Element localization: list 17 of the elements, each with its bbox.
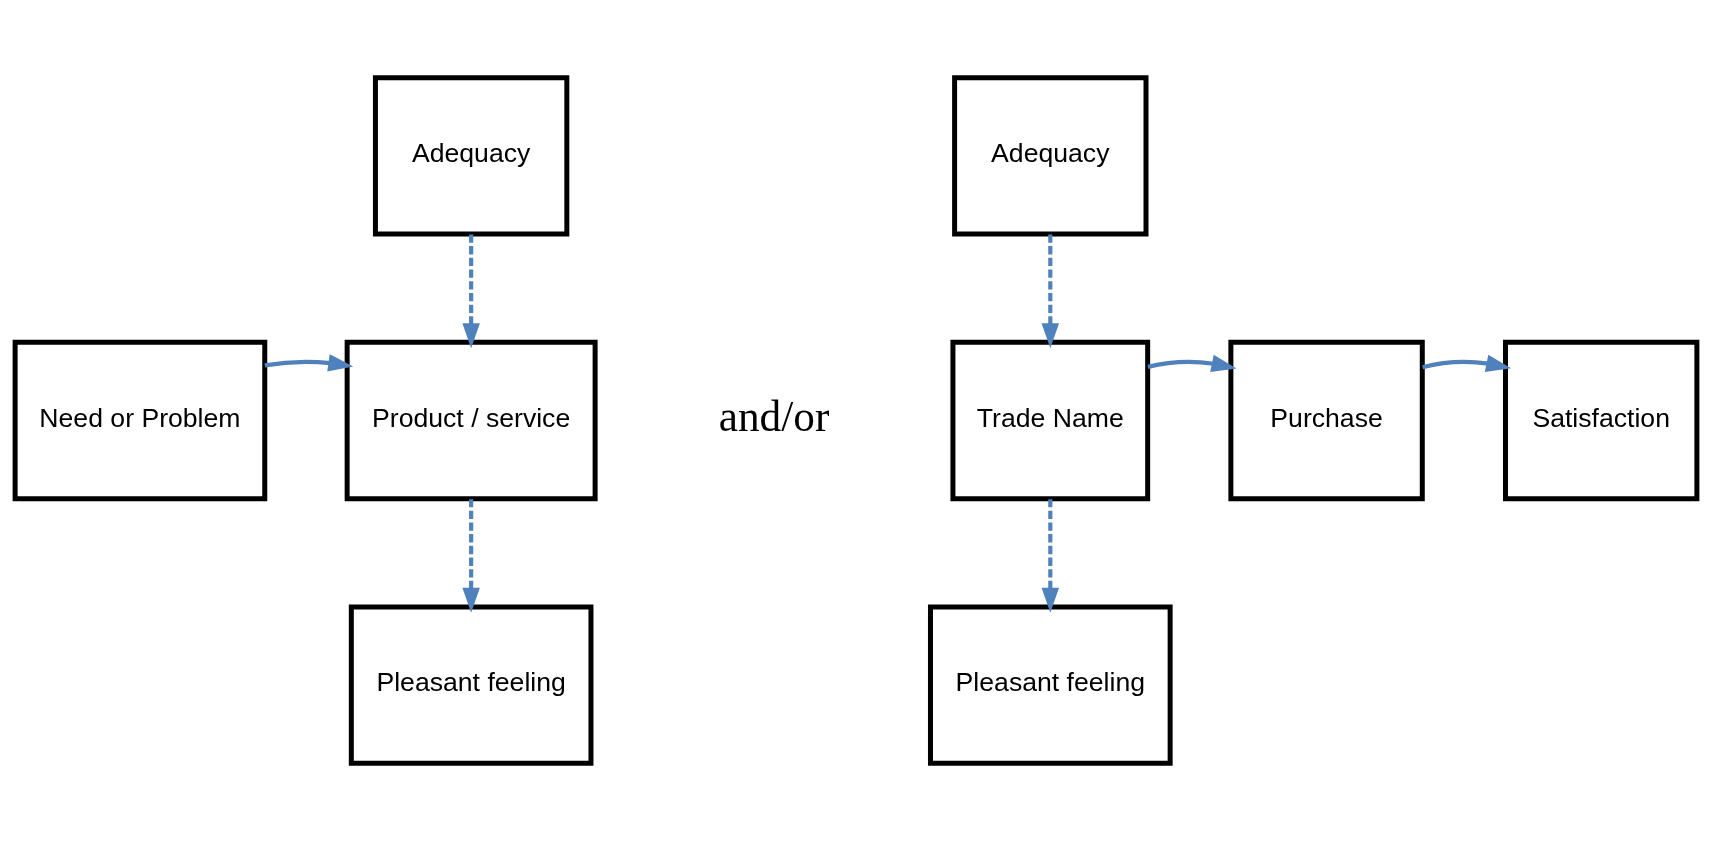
node-box: Adequacy — [372, 75, 570, 237]
node-box: Adequacy — [952, 75, 1149, 237]
arrow — [462, 234, 480, 349]
arrow — [1041, 499, 1060, 613]
node-box: Purchase — [1228, 339, 1425, 502]
label: and/or — [718, 391, 830, 440]
arrow — [1147, 354, 1237, 373]
arrow — [1422, 354, 1512, 372]
node-box: Pleasant feeling — [348, 604, 594, 766]
node-box: Need or Problem — [12, 339, 268, 502]
arrow — [1041, 234, 1060, 349]
node-box: Trade Name — [950, 339, 1151, 502]
node-box: Satisfaction — [1503, 339, 1700, 502]
node-box: Product / service — [344, 339, 598, 502]
node-box: Pleasant feeling — [928, 604, 1173, 766]
arrow — [462, 499, 480, 613]
arrow — [264, 354, 354, 372]
